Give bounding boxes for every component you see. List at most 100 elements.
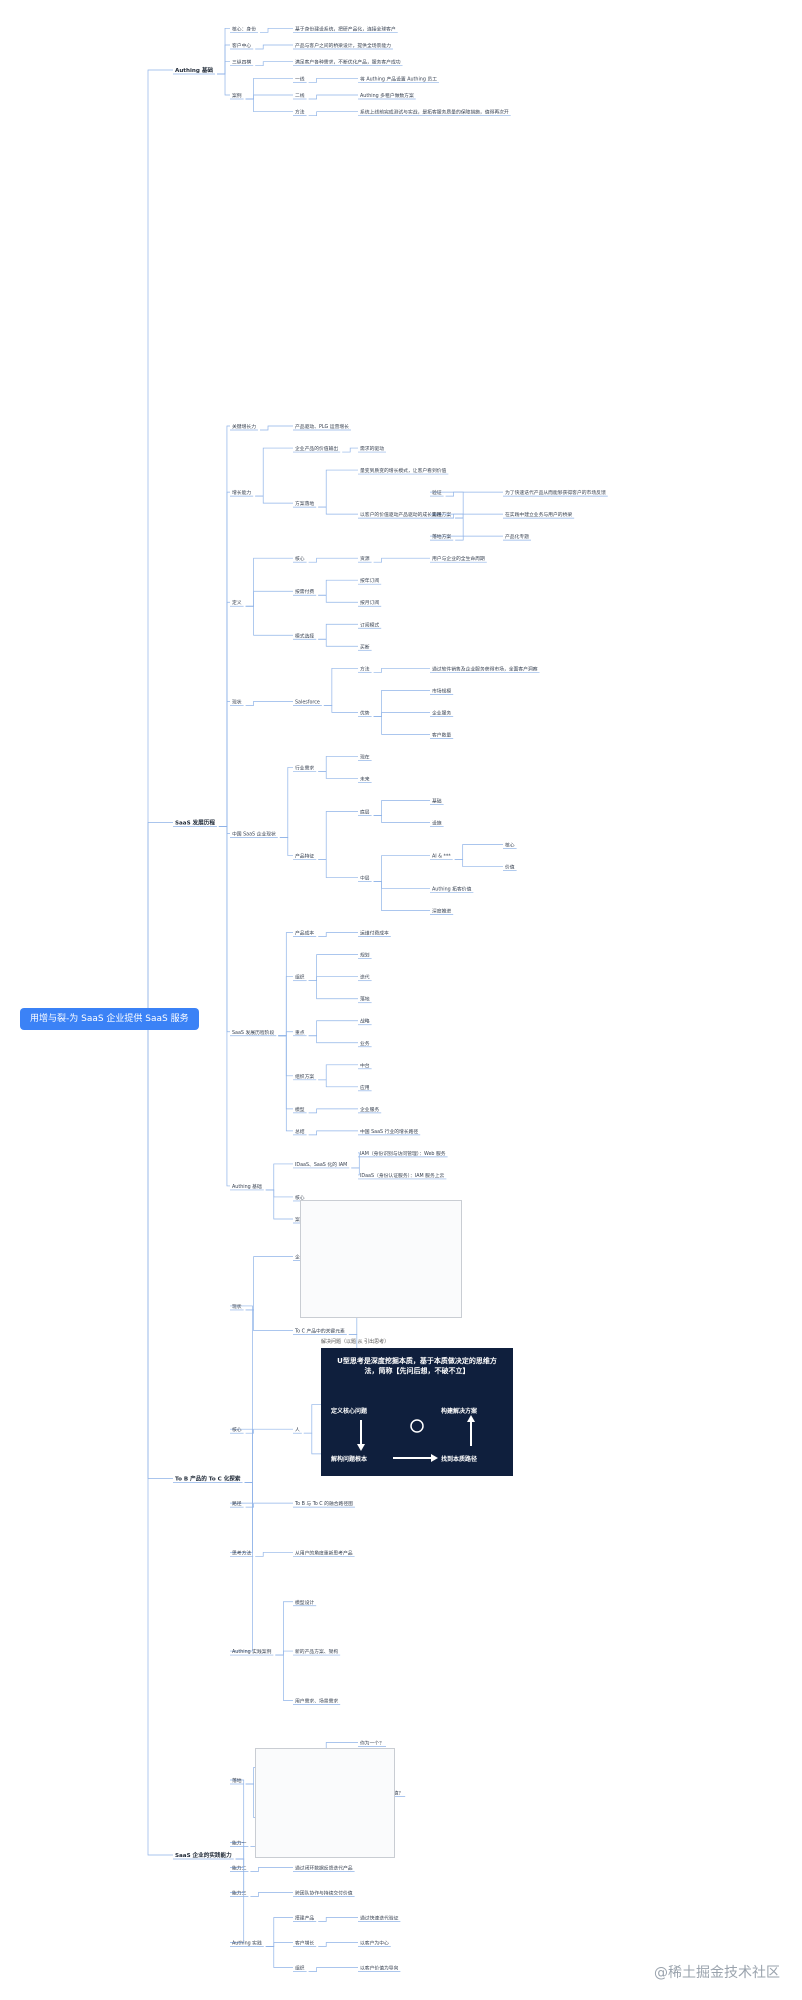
node-5-label: AI & *** [432,854,451,860]
node-4-label: IAM（身份识别与访问管理）：Web 服务 [360,1150,446,1157]
connector-line [278,976,293,1037]
node-3-label: 一线 [295,75,305,82]
node-3-label: IDaaS、SaaS 化的 IAM [295,1161,347,1168]
connector-line [245,701,293,706]
connector-line [218,826,230,1187]
mind-map-root[interactable]: 用增与裂-为 SaaS 企业提供 SaaS 服务 [20,1008,199,1030]
connector-line [265,1942,293,1947]
connector-line [318,594,358,603]
connector-line [265,1189,293,1198]
node-2-label: 核心 [232,1426,242,1433]
node-2-label: 增长能力 [232,489,251,496]
node-4-label: 业务 [360,1040,370,1047]
node-3-label: 方案落地 [295,500,314,507]
flow-diagram-top [300,1200,462,1318]
connector-line [230,1858,245,1943]
connector-line [278,932,293,1037]
connector-line [275,1601,293,1656]
node-3-label: 总结 [295,1128,305,1135]
node-4-label: 现在 [360,753,370,760]
connector-line [373,712,430,717]
node-2-label: 现状 [232,698,242,705]
connector-line [217,61,230,75]
node-6-label: 为了快速迭代产品从而能够获得客户的市场反馈 [505,489,606,496]
node-2-label: 核心：身份 [232,25,256,32]
banner-title: U型思考是深度挖掘本质，基于本质做决定的思维方法，简称【先问后想，不破不立】 [337,1357,497,1375]
connector-line [342,447,358,453]
node-2-label: SaaS 发展历程阶段 [232,1029,274,1036]
node-5-label: 用户与企业的全生命周期 [432,555,485,562]
connector-line [308,111,358,117]
connector-line [230,1482,253,1553]
node-5-label: 实践 [432,511,442,518]
node-3-label: 通过闭环数据反馈迭代产品 [295,1865,353,1872]
node-3-label: 从用户的角度重新思考产品 [295,1549,353,1556]
connector-line [318,1917,358,1922]
node-4-label: 运维付费成本 [360,930,389,937]
node-2-label: 案例 [232,92,242,99]
node-2-label: Authing 实践案例 [232,1648,272,1655]
connector-line [218,425,230,827]
node-1-label: SaaS 企业的实践能力 [175,1851,232,1859]
node-1-label: SaaS 发展历程 [175,819,215,827]
connector-line [255,1552,293,1557]
node-3-label: 组织 [295,974,305,981]
connector-line [278,1035,293,1077]
node-4-label: 应用 [360,1084,370,1091]
node-3-label: 核心 [295,555,305,562]
node-4-label: 订阅模式 [360,621,379,628]
node-6-label: 产品化专题 [505,533,529,540]
connector-line [230,1305,253,1483]
node-4-label: 规划 [360,952,370,959]
node-3-label: 满足客户各种需求，不断优化产品，服务客户成功 [295,59,401,66]
node-3-label: 产品与客户之间的桥梁设计，提供全场景能力 [295,42,391,49]
connector-line [323,667,358,706]
connector-line [275,1650,293,1656]
connector-line [445,491,503,497]
connector-line [218,701,230,827]
connector-line [260,27,293,33]
connector-line [373,667,430,673]
banner-node-1: 定义核心问题 [331,1408,368,1415]
connector-line [373,881,430,889]
node-5-label: 通过软件销售及企业服务获得市场，全面客户洞察 [432,665,538,672]
connector-line [373,557,430,563]
connector-line [245,590,293,607]
connector-line [373,716,430,735]
connector-line [265,1163,293,1191]
node-6-label: 核心 [505,842,515,849]
connector-line [230,1482,253,1504]
node-2-label: 落地 [232,1777,242,1784]
node-2-label: 客户中心 [232,42,251,49]
connector-line [318,811,358,860]
connector-line [278,1035,293,1132]
connector-line [245,77,293,100]
node-3-label: 企业产品的价值输出 [295,445,338,452]
u-thinking-banner: 解决问题（以题 从 引出思考） U型思考是深度挖掘本质，基于本质做决定的思维方法… [321,1339,513,1476]
connector-line [275,1654,293,1701]
connector-line [230,1482,253,1652]
connector-line [308,976,358,982]
node-3-label: 模式选择 [295,632,314,639]
node-3-label: 产品驱动、PLG 运营增长 [295,423,349,430]
node-4-label: 未来 [360,775,370,782]
connector-line [373,800,430,816]
node-1-label: To B 产品的 To C 化探索 [175,1475,241,1483]
node-3-label: 方法 [295,109,305,116]
node-3-label: 模型 [295,1106,305,1113]
node-3-label: 人 [295,1427,300,1433]
connector-line [250,1892,293,1897]
node-2-label: 现状 [232,1303,242,1310]
connector-line [318,1079,358,1088]
connector-line [323,705,358,713]
node-5-label: 企业服务 [432,709,451,716]
connector-line [217,27,230,75]
node-3-label: To C 产品中的关键元素 [294,1328,345,1335]
connector-line [455,535,503,541]
node-2-label: 能力三 [232,1890,247,1897]
connector-line [279,837,293,856]
connector-line [265,1189,293,1220]
connector-line [318,1942,358,1947]
connector-line [218,491,230,827]
